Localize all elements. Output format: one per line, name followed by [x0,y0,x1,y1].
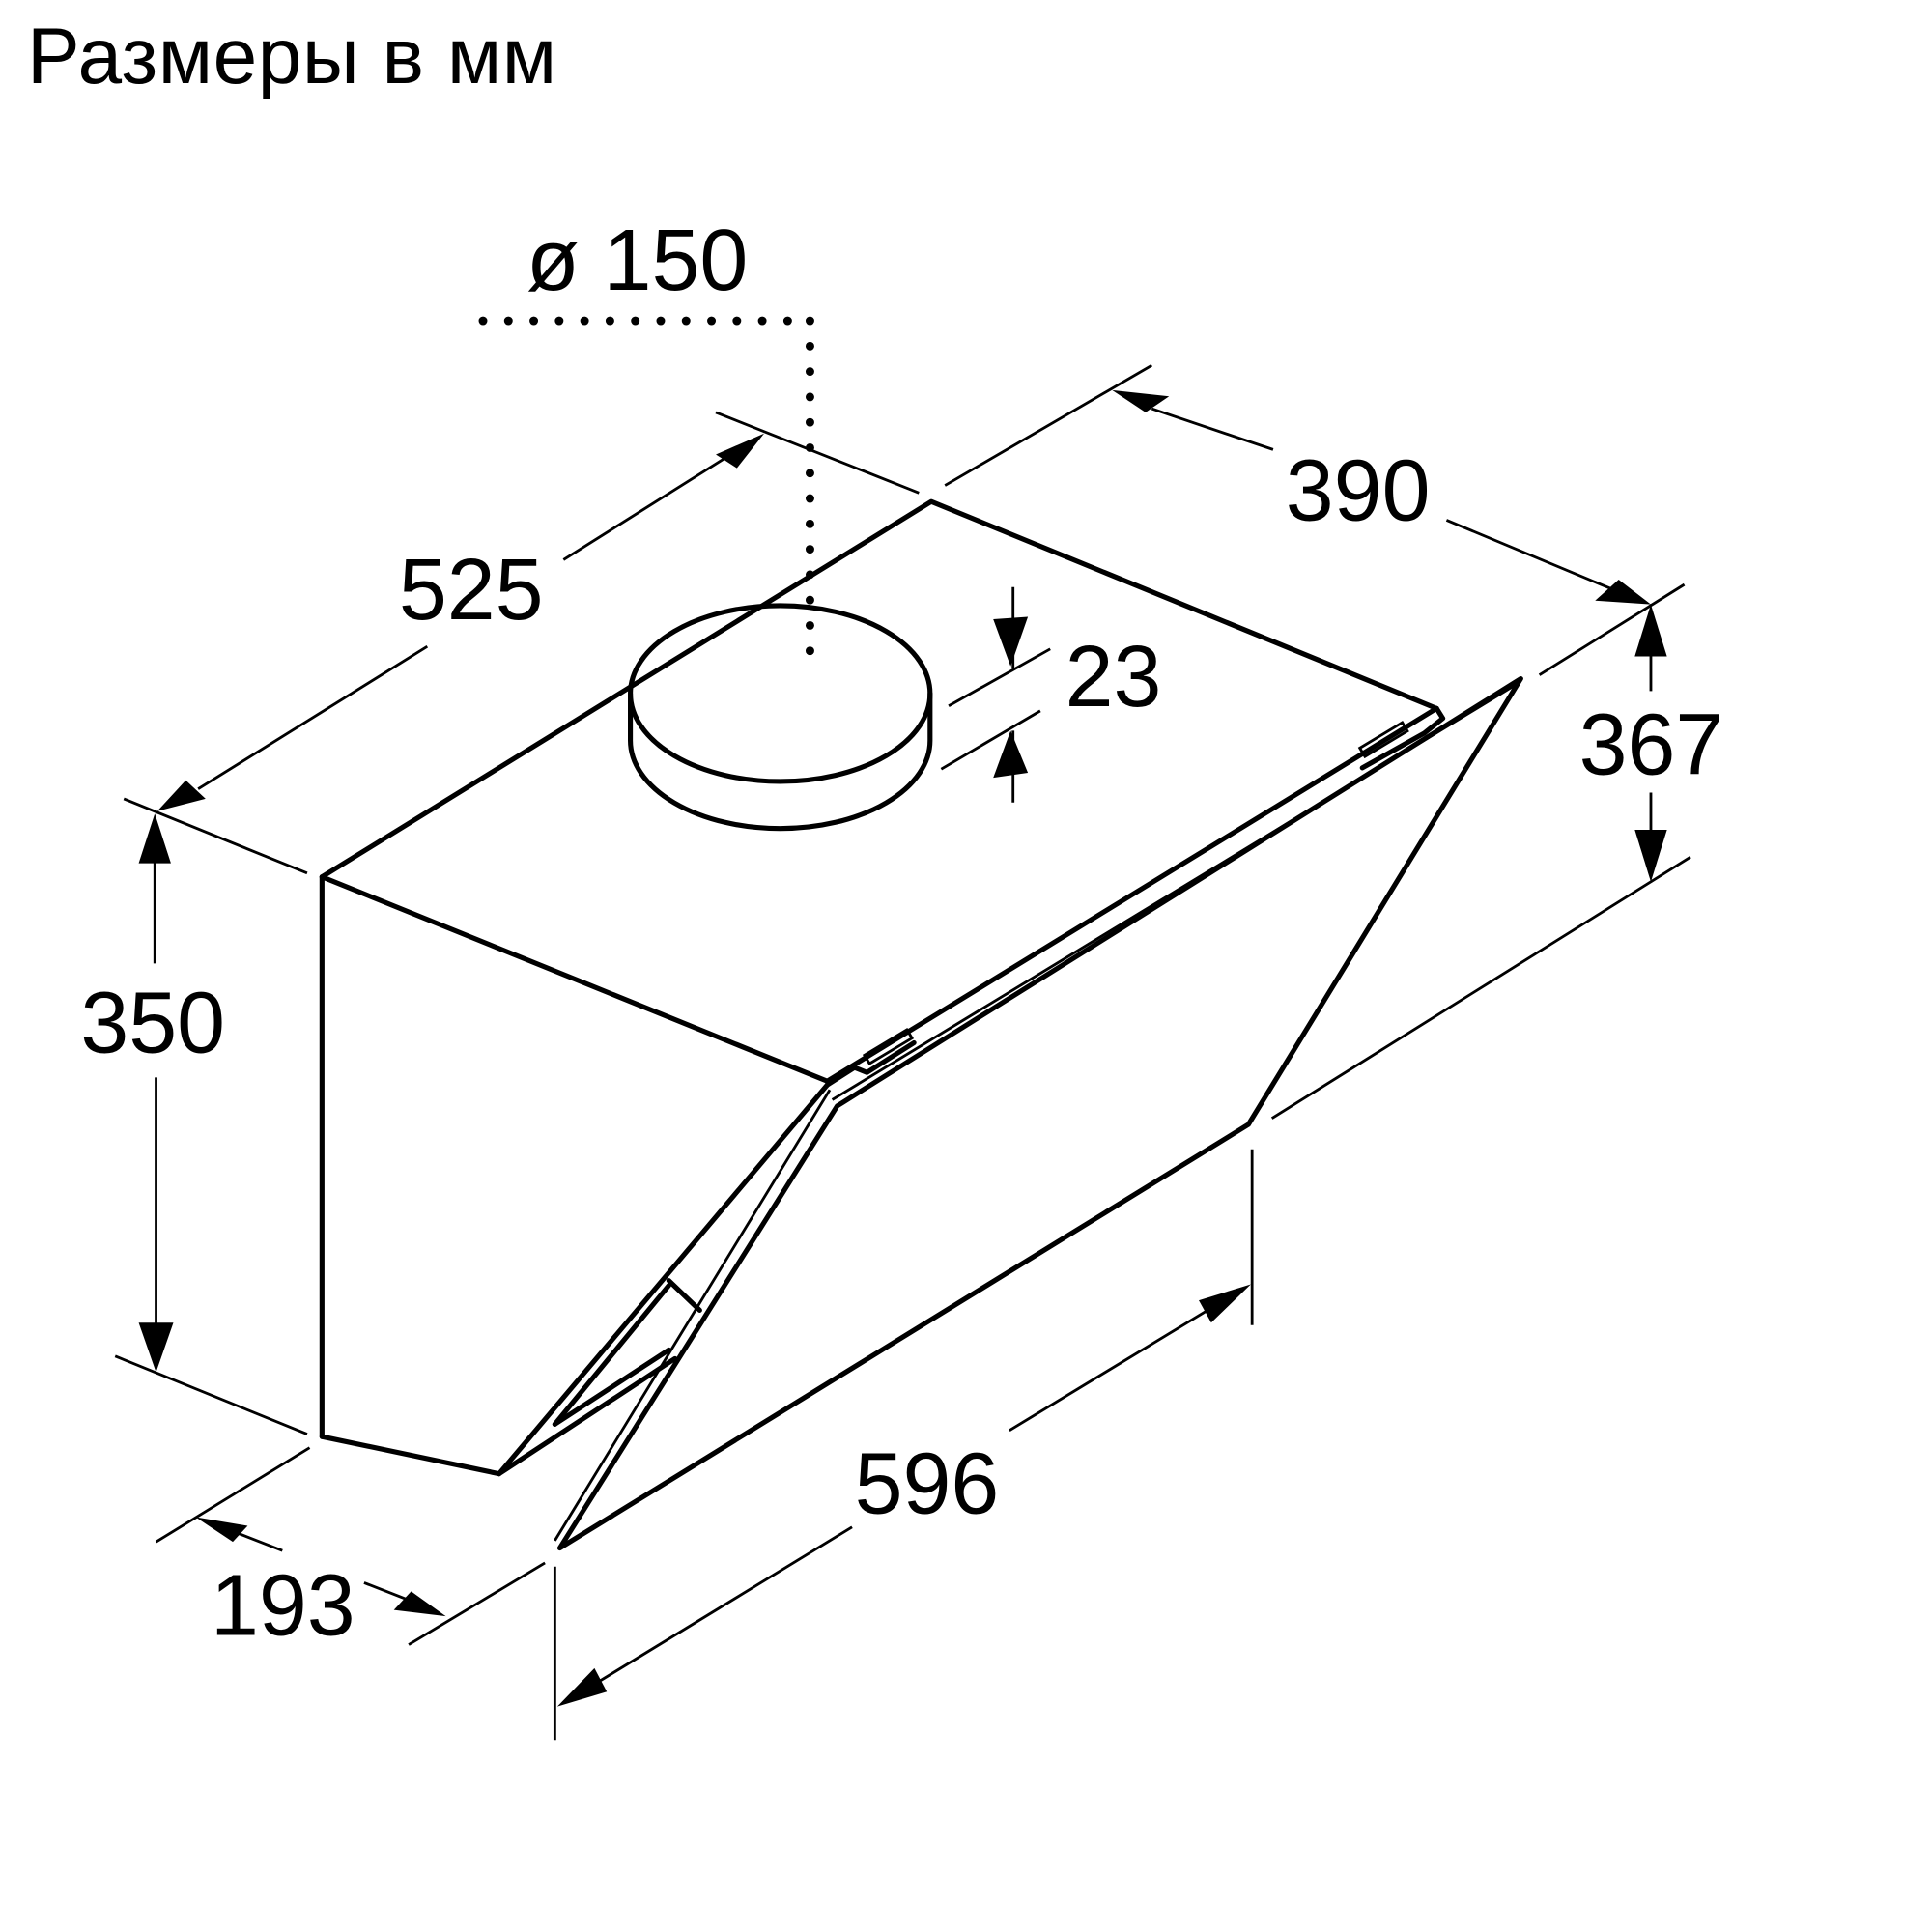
label-193: 193 [211,1557,355,1654]
hood-body [319,498,1523,1551]
dim-350: 350 [80,813,308,1435]
page-title: Размеры в мм [27,13,557,100]
label-diameter: ø 150 [526,213,748,309]
dim-367: 367 [1270,604,1724,1120]
dim-23: 23 [940,586,1162,803]
label-367: 367 [1579,696,1724,793]
duct-collar [628,603,933,832]
dim-525: 525 [123,411,920,875]
dim-390: 390 [944,363,1686,676]
label-525: 525 [399,542,544,639]
label-390: 390 [1286,442,1431,539]
dim-193: 193 [155,1446,546,1654]
label-23: 23 [1065,629,1162,725]
label-596: 596 [855,1436,1000,1533]
label-350: 350 [80,976,225,1072]
dim-596: 596 [553,1149,1254,1741]
diameter-leader: ø 150 [478,213,814,673]
